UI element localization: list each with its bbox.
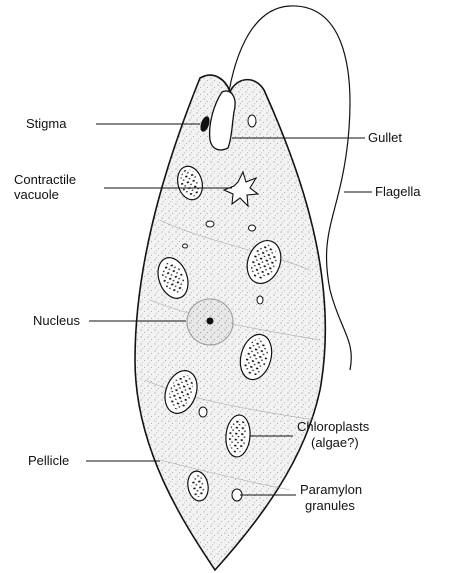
granule-top [248, 115, 256, 127]
nucleus-shape [187, 299, 233, 345]
contractile-vacuole-label-line1: Contractile [14, 172, 76, 187]
chloroplasts-label-line1: Chloroplasts [297, 419, 370, 434]
gullet-label: Gullet [368, 130, 402, 145]
nucleus-label: Nucleus [33, 313, 80, 328]
stigma-label: Stigma [26, 116, 67, 131]
chloroplasts-label-line2: (algae?) [311, 435, 359, 450]
paramylon-label-line1: Paramylon [300, 482, 362, 497]
paramylon-label-line2: granules [305, 498, 355, 513]
flagella-label: Flagella [375, 184, 421, 199]
contractile-vacuole-label-line2: vacuole [14, 187, 59, 202]
pellicle-label: Pellicle [28, 453, 69, 468]
